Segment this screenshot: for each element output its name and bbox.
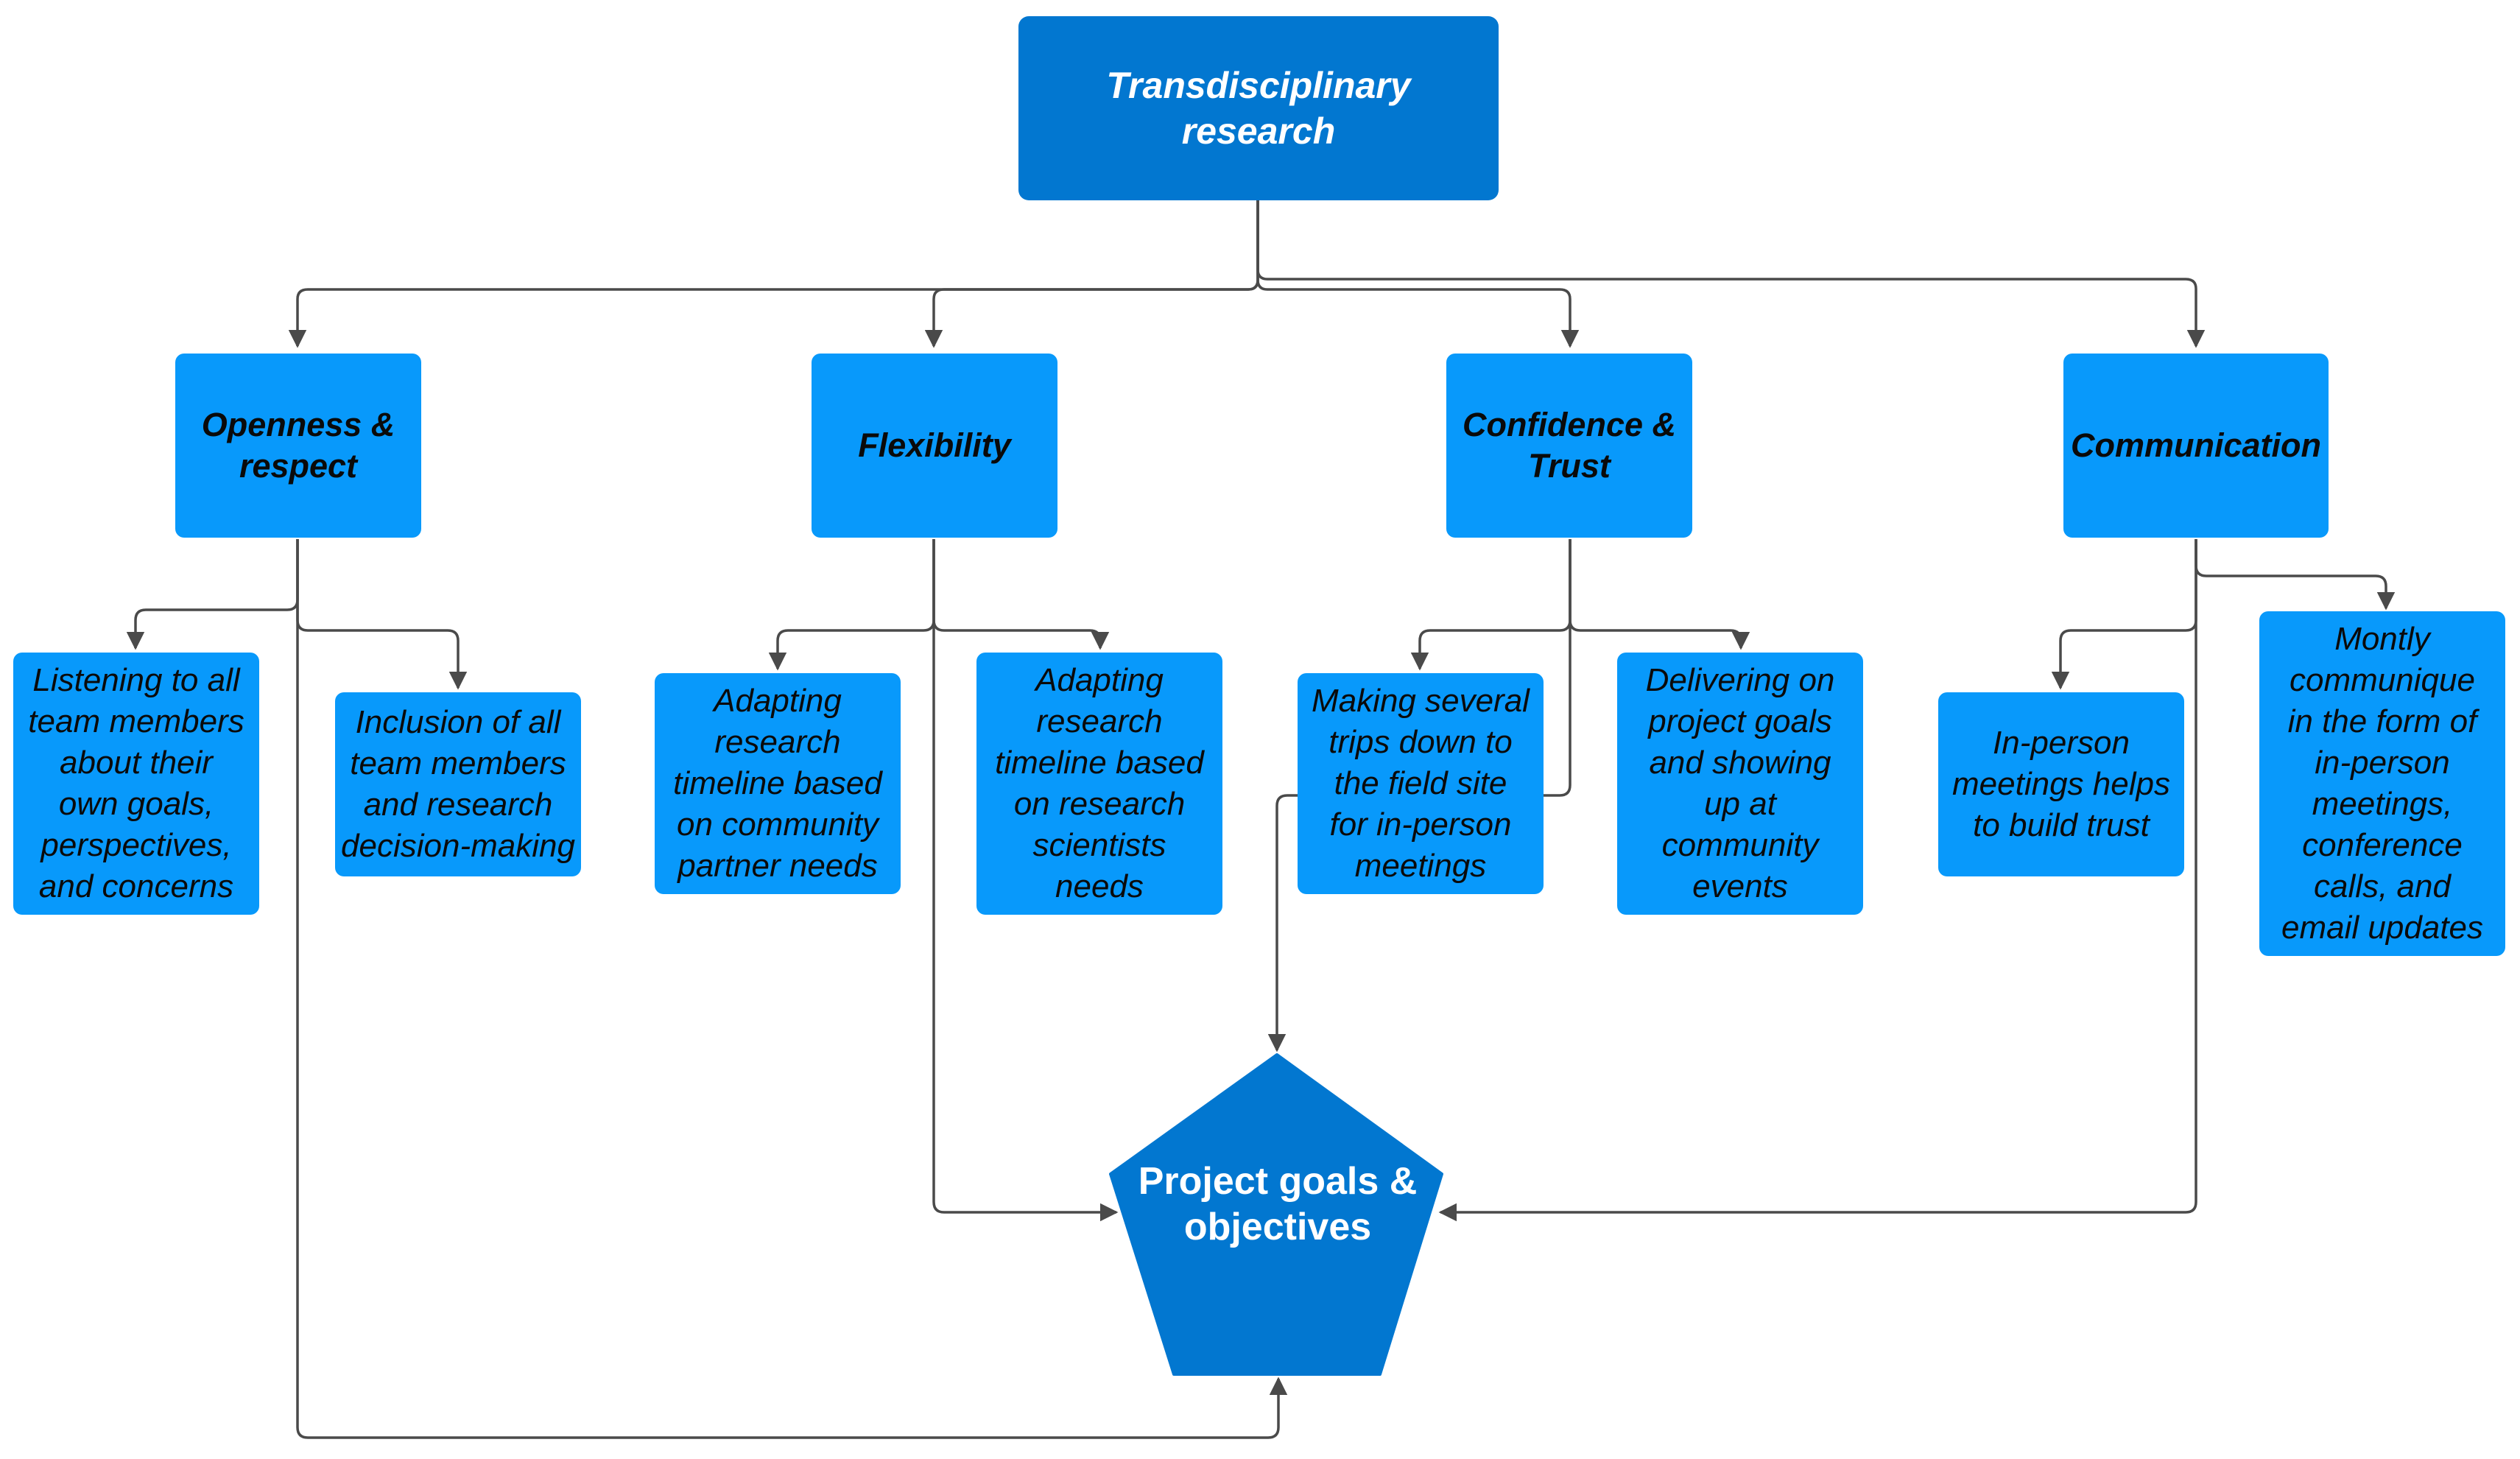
category-communication: Communication — [2063, 354, 2329, 538]
category-openness-respect: Openness & respect — [175, 354, 421, 538]
leaf-label: Montly communique in the form of in-pers… — [2281, 621, 2483, 946]
leaf-label: Making several trips down to the field s… — [1312, 683, 1530, 884]
connector-flexibility-community — [768, 539, 935, 671]
leaf-adapting-timeline-scientists: Adapting research timeline based on rese… — [976, 653, 1222, 915]
project-goals-label-box: Project goals & objectives — [1105, 1149, 1451, 1259]
leaf-listening-to-all-team-members: Listening to all team members about thei… — [13, 653, 259, 915]
project-goals-label: Project goals & objectives — [1138, 1160, 1418, 1248]
connector-root-communication — [1256, 200, 2206, 348]
connector-flexibility-goal — [932, 539, 1119, 1222]
leaf-adapting-timeline-community: Adapting research timeline based on comm… — [655, 673, 901, 894]
connector-openness-inclusion — [296, 539, 468, 690]
connector-communication-monthly — [2195, 539, 2396, 611]
category-label: Confidence & Trust — [1462, 406, 1677, 485]
connector-root-flexibility — [924, 200, 1259, 348]
leaf-delivering-on-project-goals: Delivering on project goals and showing … — [1617, 653, 1863, 915]
root-label: Transdisciplinary research — [1106, 65, 1411, 152]
category-label: Communication — [2070, 426, 2321, 464]
category-label: Openness & respect — [201, 406, 395, 485]
leaf-label: In-person meetings helps to build trust — [1952, 725, 2170, 843]
leaf-making-several-trips: Making several trips down to the field s… — [1298, 673, 1544, 894]
connector-flexibility-scientists — [932, 539, 1110, 650]
leaf-label: Adapting research timeline based on comm… — [673, 683, 882, 884]
connector-openness-goal — [296, 539, 1288, 1439]
connector-root-openness — [288, 200, 1259, 348]
connector-root-confidence — [1256, 200, 1580, 348]
root-transdisciplinary-research: Transdisciplinary research — [1018, 16, 1499, 200]
leaf-label: Listening to all team members about thei… — [28, 662, 244, 904]
leaf-label: Delivering on project goals and showing … — [1645, 662, 1835, 904]
connector-confidence-delivering — [1569, 539, 1750, 650]
leaf-monthly-communique: Montly communique in the form of in-pers… — [2259, 611, 2505, 956]
category-confidence-trust: Confidence & Trust — [1446, 354, 1692, 538]
leaf-in-person-meetings: In-person meetings helps to build trust — [1938, 692, 2184, 876]
connector-confidence-trips — [1410, 539, 1572, 671]
category-label: Flexibility — [858, 426, 1011, 464]
leaf-inclusion-of-all-team-members: Inclusion of all team members and resear… — [335, 692, 581, 876]
connector-openness-listening — [126, 539, 299, 650]
project-goals-pentagon — [1109, 1053, 1443, 1376]
leaf-label: Adapting research timeline based on rese… — [995, 662, 1204, 904]
leaf-label: Inclusion of all team members and resear… — [341, 704, 575, 864]
connector-communication-goal — [1438, 539, 2197, 1222]
connector-communication-inperson — [2051, 539, 2197, 690]
category-flexibility: Flexibility — [812, 354, 1057, 538]
